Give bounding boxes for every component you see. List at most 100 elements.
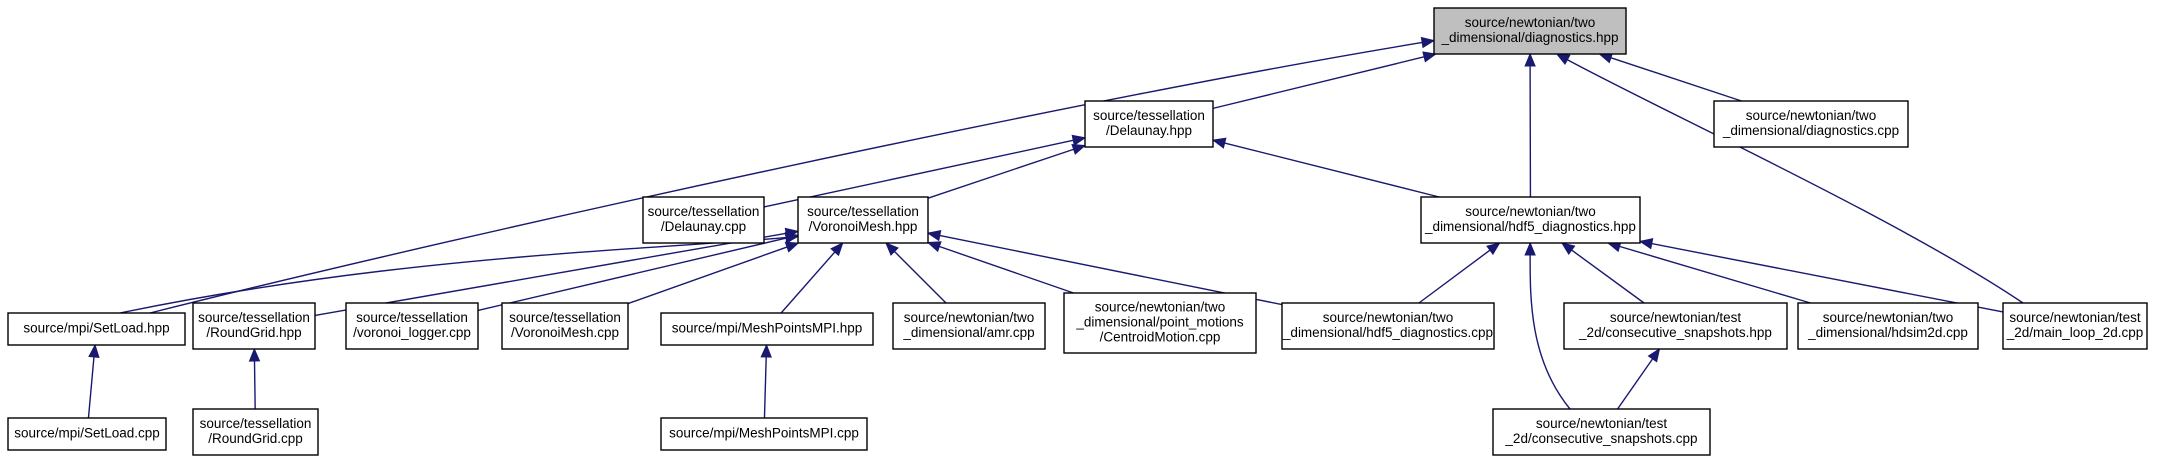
node-label: source/tessellation — [356, 310, 468, 325]
edge-line — [1529, 253, 1571, 410]
node-label: source/newtonian/two — [1823, 310, 1954, 325]
arrow-head — [1555, 53, 1571, 66]
node-label: _2d/main_loop_2d.cpp — [2006, 325, 2144, 340]
node-box[interactable] — [1433, 7, 1627, 55]
node-label: _dimensional/diagnostics.cpp — [1722, 123, 1899, 138]
node-roundgrid_cpp[interactable]: source/tessellation/RoundGrid.cpp — [192, 408, 319, 456]
edge-line — [763, 139, 1075, 208]
node-label: source/tessellation — [509, 310, 621, 325]
edge-line — [893, 250, 947, 304]
node-delaunay_cpp[interactable]: source/tessellation/Delaunay.cpp — [642, 196, 765, 244]
node-consec_hpp[interactable]: source/newtonian/test_2d/consecutive_sna… — [1563, 302, 1788, 350]
node-label: _2d/consecutive_snapshots.hpp — [1578, 325, 1772, 340]
node-box[interactable] — [1084, 100, 1214, 148]
node-box[interactable] — [192, 302, 316, 350]
node-box[interactable] — [797, 196, 929, 244]
edge-main_loop_cpp-to-hdf5_diag_hpp — [1638, 238, 2004, 313]
node-setload_hpp[interactable]: source/mpi/SetLoad.hpp — [7, 312, 186, 346]
edges-layer — [87, 36, 2024, 419]
edge-line — [927, 148, 1075, 199]
edge-diagnostics_cpp-to-diagnostics_hpp — [1598, 52, 1742, 102]
node-voronoimesh_hpp[interactable]: source/tessellation/VoronoiMesh.hpp — [797, 196, 929, 244]
node-voronoimesh_cpp[interactable]: source/tessellation/VoronoiMesh.cpp — [501, 302, 629, 350]
arrow-head — [248, 347, 261, 362]
node-box[interactable] — [1713, 100, 1909, 148]
node-label: source/newtonian/two — [1746, 108, 1877, 123]
node-label: source/tessellation — [200, 416, 312, 431]
node-amr_cpp[interactable]: source/newtonian/two_dimensional/amr.cpp — [892, 302, 1046, 350]
node-box[interactable] — [1563, 302, 1788, 350]
node-box[interactable] — [501, 302, 629, 350]
node-hdsim2d_cpp[interactable]: source/newtonian/two_dimensional/hdsim2d… — [1797, 302, 1979, 350]
node-box[interactable] — [345, 302, 479, 350]
node-label: /CentroidMotion.cpp — [1100, 330, 1221, 345]
edge-line — [1616, 357, 1654, 410]
arrow-head — [1422, 51, 1438, 63]
edge-line — [1609, 56, 1742, 102]
node-main_loop_cpp[interactable]: source/newtonian/test_2d/main_loop_2d.cp… — [2002, 302, 2148, 350]
arrow-head — [1420, 36, 1436, 49]
node-label: source/mpi/MeshPointsMPI.hpp — [672, 321, 863, 336]
node-label: _2d/consecutive_snapshots.cpp — [1504, 431, 1697, 446]
edge-setload_hpp-to-diagnostics_hpp — [149, 36, 1436, 314]
node-label: /RoundGrid.cpp — [208, 431, 303, 446]
edge-line — [1223, 142, 1440, 198]
node-box[interactable] — [660, 417, 868, 451]
node-voronoi_logger_cpp[interactable]: source/tessellation/voronoi_logger.cpp — [345, 302, 479, 350]
node-label: /Delaunay.cpp — [661, 219, 746, 234]
node-label: source/mpi/MeshPointsMPI.cpp — [669, 426, 859, 441]
edge-amr_cpp-to-voronoimesh_hpp — [885, 242, 947, 304]
edge-consec_hpp-to-hdf5_diag_hpp — [1560, 242, 1645, 304]
edge-meshpointsmpi_hpp-to-voronoimesh_hpp — [780, 242, 844, 314]
node-box[interactable] — [660, 312, 874, 346]
node-label: source/mpi/SetLoad.cpp — [14, 426, 160, 441]
node-label: source/mpi/SetLoad.hpp — [23, 321, 169, 336]
node-box[interactable] — [892, 302, 1046, 350]
node-box[interactable] — [2002, 302, 2148, 350]
arrow-head — [1211, 137, 1227, 149]
node-label: source/newtonian/test — [2009, 310, 2141, 325]
node-box[interactable] — [1063, 292, 1257, 354]
node-label: _dimensional/diagnostics.hpp — [1440, 30, 1618, 45]
node-hdf5_diag_hpp[interactable]: source/newtonian/two_dimensional/hdf5_di… — [1420, 196, 1641, 244]
edge-centroidmotion_cpp-to-voronoimesh_hpp — [926, 241, 1074, 294]
node-delaunay_hpp[interactable]: source/tessellation/Delaunay.hpp — [1084, 100, 1214, 148]
node-consec_cpp[interactable]: source/newtonian/test_2d/consecutive_sna… — [1492, 408, 1711, 456]
edge-line — [763, 355, 767, 419]
arrow-head — [830, 242, 844, 257]
node-box[interactable] — [7, 312, 186, 346]
node-label: /VoronoiMesh.cpp — [511, 325, 619, 340]
edge-consec_cpp-to-consec_hpp — [1616, 347, 1661, 410]
node-diagnostics_cpp[interactable]: source/newtonian/two_dimensional/diagnos… — [1713, 100, 1909, 148]
arrow-head — [926, 241, 942, 253]
edge-roundgrid_cpp-to-roundgrid_hpp — [248, 347, 261, 410]
node-box[interactable] — [1492, 408, 1711, 456]
arrow-head — [926, 229, 942, 242]
node-box[interactable] — [1797, 302, 1979, 350]
node-setload_cpp[interactable]: source/mpi/SetLoad.cpp — [7, 417, 167, 451]
arrow-head — [1638, 238, 1654, 250]
node-meshpointsmpi_hpp[interactable]: source/mpi/MeshPointsMPI.hpp — [660, 312, 874, 346]
node-box[interactable] — [642, 196, 765, 244]
arrow-head — [88, 343, 100, 358]
arrow-head — [1486, 242, 1501, 256]
node-centroidmotion_cpp[interactable]: source/newtonian/two_dimensional/point_m… — [1063, 292, 1257, 354]
edge-line — [87, 355, 95, 419]
edge-delaunay_cpp-to-delaunay_hpp — [763, 134, 1087, 208]
node-box[interactable] — [192, 408, 319, 456]
node-label: /voronoi_logger.cpp — [353, 325, 471, 340]
node-label: source/newtonian/two — [1465, 15, 1596, 30]
node-box[interactable] — [1420, 196, 1641, 244]
edge-line — [1570, 248, 1645, 304]
node-box[interactable] — [1281, 302, 1495, 350]
node-box[interactable] — [7, 417, 167, 451]
node-label: source/newtonian/test — [1536, 416, 1668, 431]
node-hdf5_diag_cpp[interactable]: source/newtonian/two_dimensional/hdf5_di… — [1281, 302, 1495, 350]
node-meshpointsmpi_cpp[interactable]: source/mpi/MeshPointsMPI.cpp — [660, 417, 868, 451]
node-roundgrid_hpp[interactable]: source/tessellation/RoundGrid.hpp — [192, 302, 316, 350]
node-diagnostics_hpp[interactable]: source/newtonian/two_dimensional/diagnos… — [1433, 7, 1627, 55]
edge-meshpointsmpi_cpp-to-meshpointsmpi_hpp — [760, 343, 772, 419]
node-label: /Delaunay.hpp — [1106, 123, 1192, 138]
edge-voronoimesh_hpp-to-delaunay_hpp — [927, 144, 1087, 199]
